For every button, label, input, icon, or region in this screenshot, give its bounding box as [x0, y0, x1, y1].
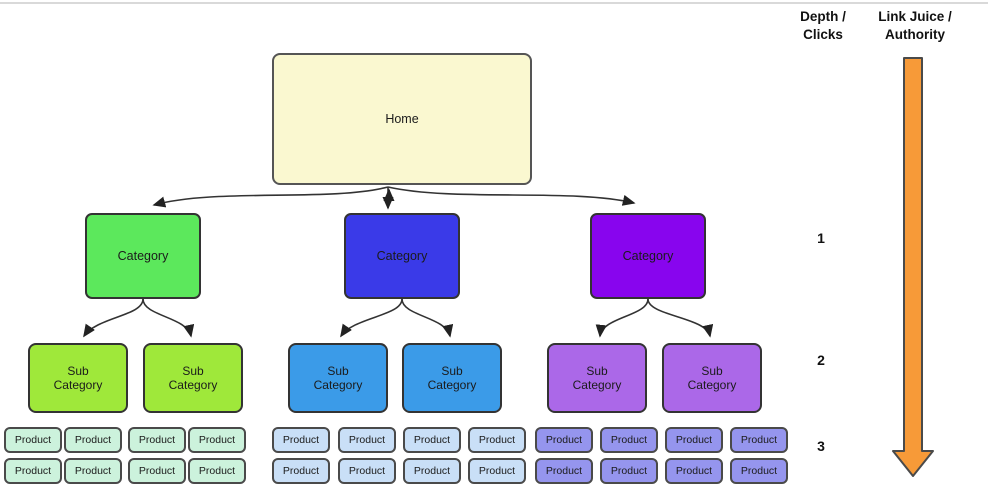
- product-node: Product: [272, 458, 330, 484]
- edge-catpurple-sub2: [647, 298, 714, 338]
- product-node: Product: [665, 458, 723, 484]
- product-node: Product: [128, 458, 186, 484]
- product-node: Product: [403, 458, 461, 484]
- depth-clicks-header: Depth / Clicks: [800, 9, 846, 42]
- edge-catpurple-sub1: [595, 298, 649, 338]
- category-node-purple: Category: [590, 213, 706, 299]
- product-node: Product: [4, 427, 62, 453]
- edge-home-to-category-green: [152, 186, 389, 208]
- subcategory-node-blue-1: Sub Category: [288, 343, 388, 413]
- product-node: Product: [188, 427, 246, 453]
- depth-level-3: 3: [817, 438, 825, 454]
- product-node: Product: [64, 458, 122, 484]
- edge-catblue-sub1: [340, 298, 403, 338]
- edge-catgreen-sub2: [142, 298, 195, 338]
- product-node: Product: [128, 427, 186, 453]
- subcategory-node-purple-1: Sub Category: [547, 343, 647, 413]
- product-node: Product: [188, 458, 246, 484]
- product-node: Product: [272, 427, 330, 453]
- product-node: Product: [64, 427, 122, 453]
- edge-catblue-sub2: [401, 298, 454, 338]
- product-node: Product: [535, 427, 593, 453]
- product-node: Product: [403, 427, 461, 453]
- edge-home-to-category-purple: [387, 186, 636, 206]
- subcategory-node-blue-2: Sub Category: [402, 343, 502, 413]
- depth-level-2: 2: [817, 352, 825, 368]
- top-divider-line: [0, 2, 988, 4]
- edge-catgreen-sub1: [83, 298, 144, 338]
- product-node: Product: [600, 427, 658, 453]
- product-node: Product: [468, 427, 526, 453]
- product-node: Product: [4, 458, 62, 484]
- subcategory-node-purple-2: Sub Category: [662, 343, 762, 413]
- product-node: Product: [468, 458, 526, 484]
- product-node: Product: [600, 458, 658, 484]
- link-juice-header: Link Juice / Authority: [878, 9, 952, 42]
- home-node: Home: [272, 53, 532, 185]
- subcategory-node-green-1: Sub Category: [28, 343, 128, 413]
- category-node-blue: Category: [344, 213, 460, 299]
- product-node: Product: [535, 458, 593, 484]
- subcategory-node-green-2: Sub Category: [143, 343, 243, 413]
- depth-level-1: 1: [817, 230, 825, 246]
- product-node: Product: [730, 458, 788, 484]
- product-node: Product: [338, 427, 396, 453]
- link-juice-arrow-icon: [892, 57, 934, 477]
- product-node: Product: [730, 427, 788, 453]
- product-node: Product: [338, 458, 396, 484]
- category-node-green: Category: [85, 213, 201, 299]
- product-node: Product: [665, 427, 723, 453]
